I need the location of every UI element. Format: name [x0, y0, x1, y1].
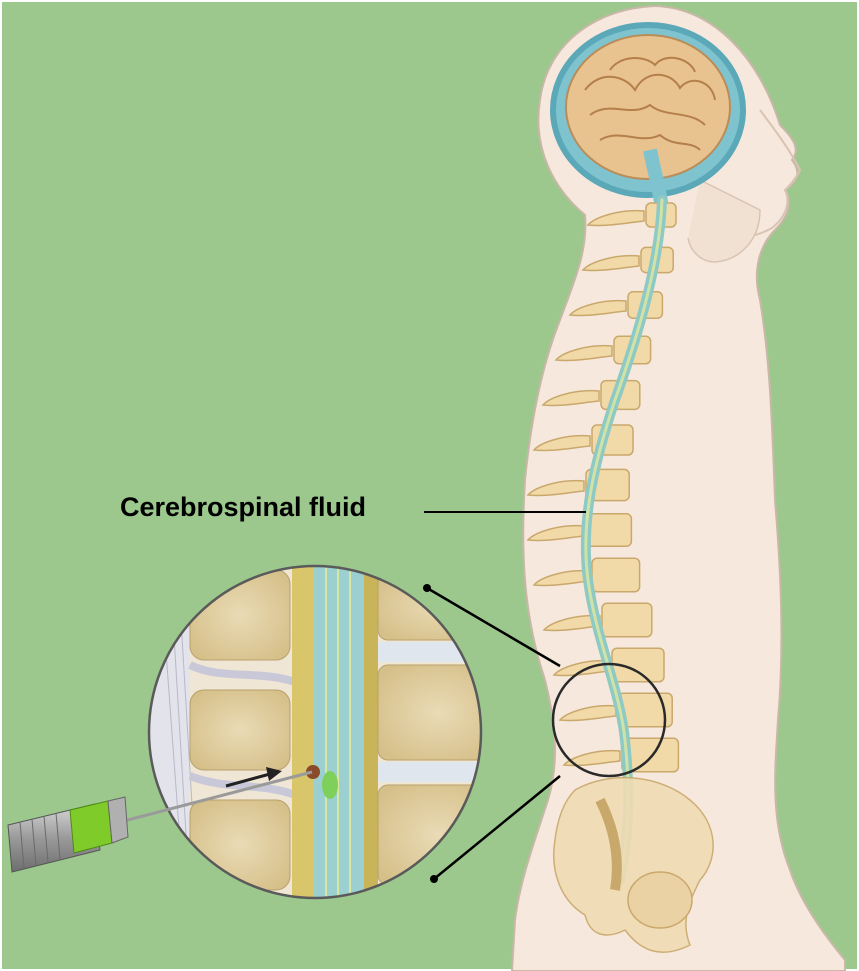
- cerebrospinal-fluid-label: Cerebrospinal fluid: [120, 492, 366, 523]
